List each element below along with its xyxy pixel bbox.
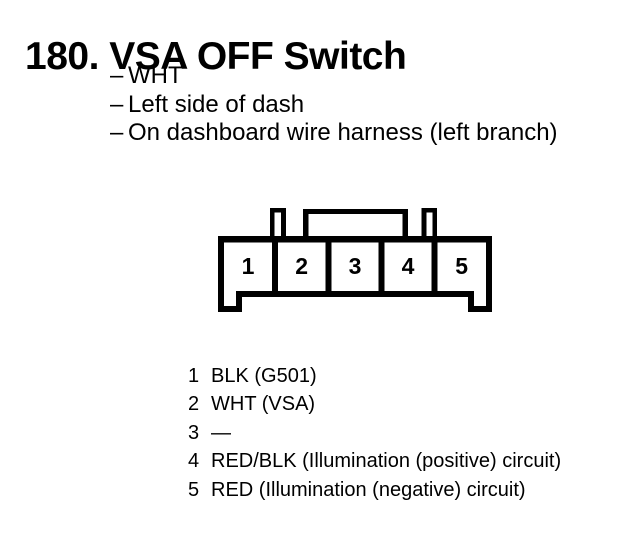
cavity-number-5: 5: [455, 253, 468, 279]
pin-wire: WHT (VSA): [211, 393, 316, 416]
pin-wire: RED (Illumination (negative) circuit): [211, 478, 526, 501]
pinout-row: 4 RED/BLK (Illumination (positive) circu…: [188, 447, 561, 475]
pin-wire: BLK (G501): [211, 365, 317, 387]
note-text: Left side of dash: [128, 90, 305, 118]
pinout-row: 2 WHT (VSA): [188, 390, 561, 418]
bullet-dash: –: [110, 90, 124, 118]
note-line: – On dashboard wire harness (left branch…: [110, 119, 558, 148]
pin-number: 4: [188, 450, 200, 473]
pinout-row: 5 RED (Illumination (negative) circuit): [188, 476, 561, 504]
page-title: 180. VSA OFF Switch: [25, 35, 407, 79]
note-text: On dashboard wire harness (left branch): [128, 119, 558, 146]
cavity-number-2: 2: [295, 253, 308, 279]
cavity-3: [331, 242, 379, 291]
pin-number: 3: [188, 421, 200, 444]
cavity-4: [384, 242, 432, 291]
pinout-list: 1 BLK (G501) 2 WHT (VSA) 3 — 4 RED/BLK (…: [188, 362, 561, 504]
bullet-dash: –: [110, 119, 124, 146]
pin-number: 1: [188, 365, 200, 387]
note-text: WHT: [128, 62, 183, 89]
pinout-row: 3 —: [188, 419, 561, 447]
location-notes: – WHT – Left side of dash – On dashboard…: [110, 62, 558, 148]
cavity-number-4: 4: [402, 253, 415, 279]
cavity-number-1: 1: [242, 253, 255, 279]
bullet-dash: –: [110, 62, 124, 89]
pin-wire: RED/BLK (Illumination (positive) circuit…: [211, 450, 562, 473]
slot-left: [224, 242, 236, 306]
pin-number: 2: [188, 393, 200, 416]
cavity-number-3: 3: [349, 253, 362, 279]
pin-number: 5: [188, 478, 200, 501]
note-line: – WHT: [110, 62, 558, 91]
note-line: – Left side of dash: [110, 91, 558, 120]
pinout-row: 1 BLK (G501): [188, 362, 561, 390]
slot-right: [474, 242, 486, 306]
pin-wire: —: [211, 421, 231, 444]
cavity-2: [278, 242, 326, 291]
